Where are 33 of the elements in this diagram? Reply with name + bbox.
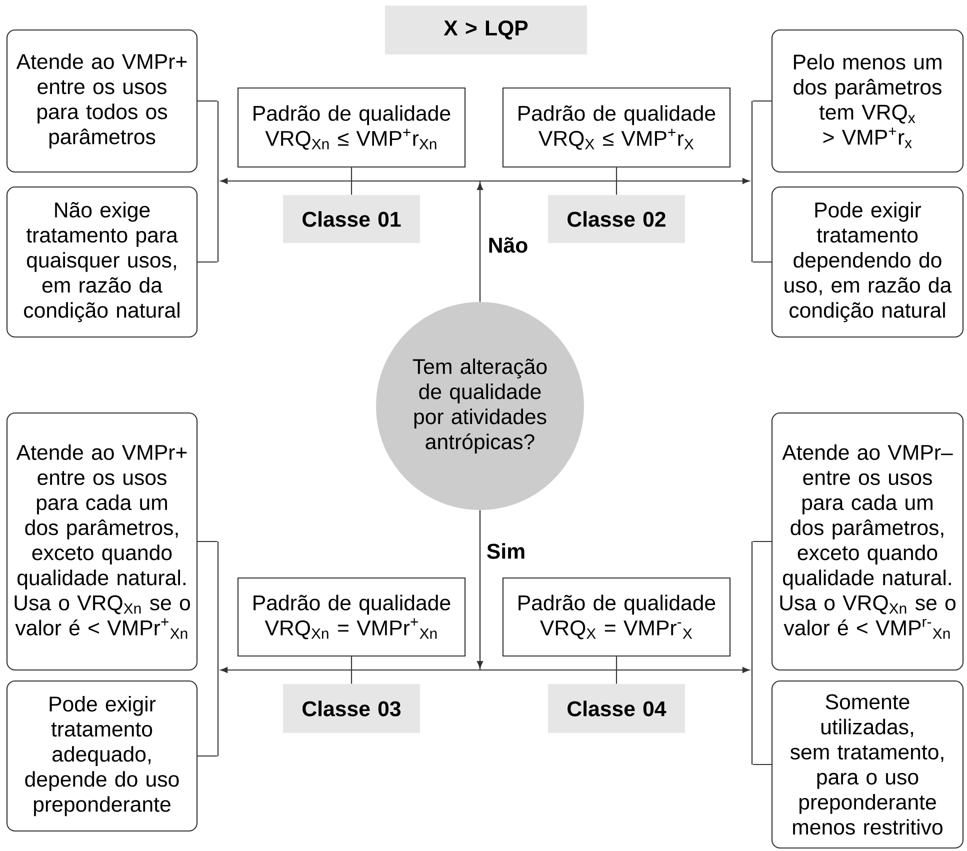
standard-box: Padrão de qualidade VRQ$_{Xn}$ ≤ VMP$^{+}$r$_{Xn}$ (237, 87, 466, 168)
standard-box: Padrão de qualidade VRQ$_{X}$ = VMPr$^{-}$X (502, 577, 731, 657)
connector-line (198, 100, 218, 102)
connector-line (198, 261, 218, 263)
connector-line (752, 540, 772, 542)
note-box: Atende ao VMPr+ entre os usos para todos os parâmetros (6, 29, 198, 173)
note-box: Pode exigir tratamento adequado, depende do uso preponderante (6, 680, 198, 832)
connector-line (477, 510, 750, 673)
note-box: Somente utilizadas, sem tratamento, para o uso preponderante menos restritivo (771, 680, 964, 849)
standard-box: Padrão de qualidade VRQ$_{Xn}$ = VMPr$^{+}$Xn (237, 577, 466, 657)
connector-line (350, 168, 352, 195)
connector-line (752, 100, 772, 102)
connector-line (198, 540, 218, 542)
note-box: Atende ao VMPr– entre os usos para cada um dos parâmetros, exceto quando qualidade natural. Usa o VRQ$_{Xn}$ se o valor é < VMP$^{r-}$Xn (771, 412, 964, 671)
standard-box: Padrão de qualidade VRQ$_{X}$ ≤ VMP$^{+}$r$_{X}$ (502, 87, 731, 168)
connector-line (752, 764, 772, 766)
edge-label: Sim (485, 542, 527, 560)
note-box: Atende ao VMPr+ entre os usos para cada um dos parâmetros, exceto quando qualidade natural. Usa o VRQ$_{Xn}$ se o valor é < VMPr$^{+}$Xn (6, 412, 198, 671)
class-box: Classe 04 (548, 684, 685, 733)
connector-line (350, 656, 352, 684)
note-box: Pelo menos um dos parâmetros tem VRQ$_{x}$ > VMP$^{+}$r$_{x}$ (771, 29, 964, 173)
note-box: Pode exigir tratamento dependendo do uso, em razão da condição natural (771, 186, 964, 338)
title-box: X > LQP (385, 6, 587, 54)
class-box: Classe 03 (283, 684, 420, 733)
class-box: Classe 02 (548, 195, 685, 243)
connector-line (198, 755, 218, 757)
connector-line (477, 178, 750, 302)
connector-line (616, 656, 618, 684)
edge-label: Não (486, 236, 530, 254)
connector-line (752, 261, 772, 263)
note-box: Não exige tratamento para quaisquer usos, em razão da condição natural (6, 186, 198, 338)
class-box: Classe 01 (283, 195, 420, 243)
connector-line (616, 168, 618, 195)
